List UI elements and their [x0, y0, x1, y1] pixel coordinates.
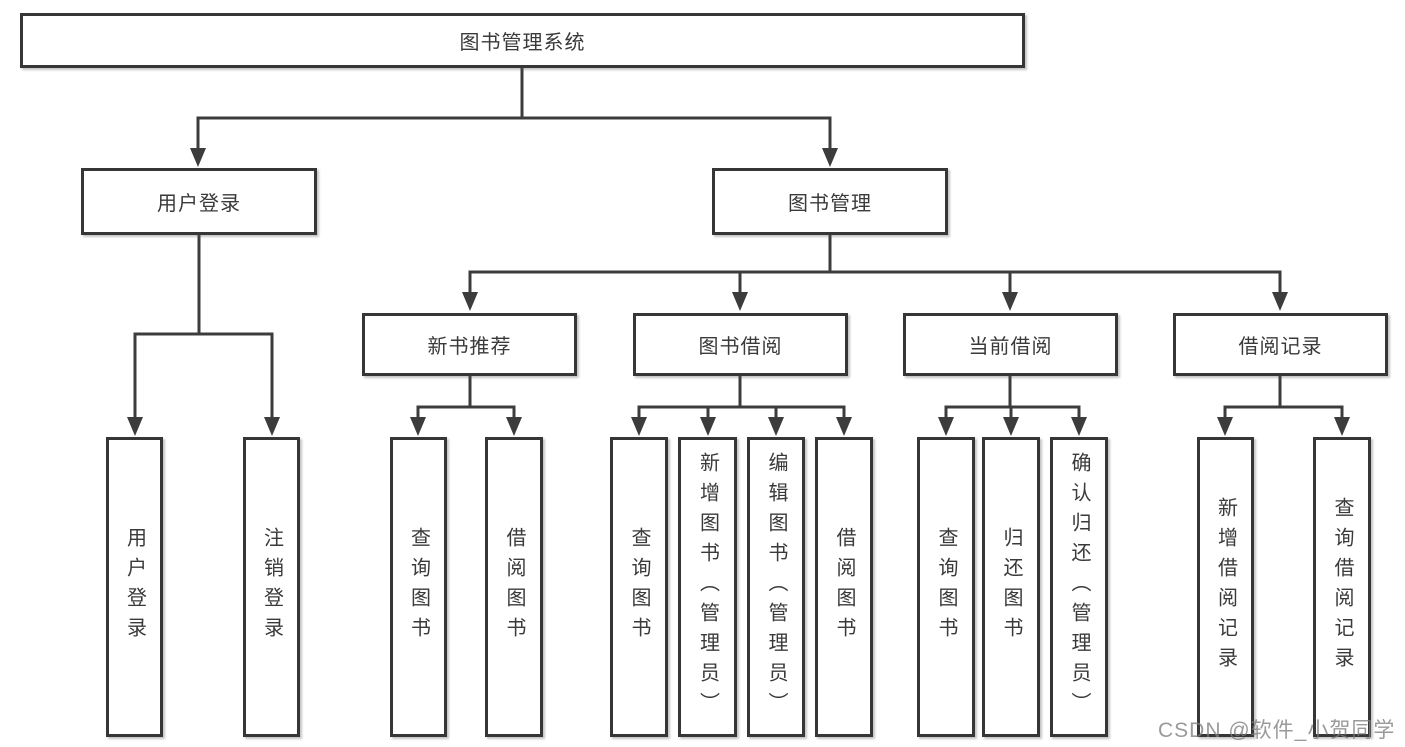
leaf-add-borrow-record-label: 新增借阅记录 [1214, 497, 1237, 677]
leaf-user-login: 用户登录 [106, 437, 163, 737]
watermark-csdn: CSDN @软件_小贺同学 [1158, 719, 1396, 742]
leaf-recommend-borrow-books: 借阅图书 [485, 437, 543, 737]
node-user-login: 用户登录 [81, 168, 317, 235]
node-book-borrowing: 图书借阅 [633, 313, 848, 376]
node-borrowing-records: 借阅记录 [1173, 313, 1388, 376]
node-current-borrowing: 当前借阅 [903, 313, 1118, 376]
leaf-query-borrow-record-label: 查询借阅记录 [1331, 497, 1353, 677]
leaf-add-borrow-record: 新增借阅记录 [1197, 437, 1254, 737]
leaf-recommend-query-books-label: 查询图书 [407, 527, 430, 647]
node-book-management: 图书管理 [712, 168, 948, 235]
leaf-borrow-books: 借阅图书 [815, 437, 873, 737]
leaf-edit-book-admin-label: 编辑图书（管理员） [765, 452, 787, 722]
node-root-system: 图书管理系统 [20, 13, 1025, 68]
leaf-recommend-borrow-books-label: 借阅图书 [503, 527, 525, 647]
leaf-borrow-books-label: 借阅图书 [833, 527, 855, 647]
leaf-current-query-books-label: 查询图书 [935, 527, 957, 647]
node-new-book-recommend: 新书推荐 [362, 313, 577, 376]
leaf-edit-book-admin: 编辑图书（管理员） [747, 437, 805, 737]
leaf-current-query-books: 查询图书 [917, 437, 975, 737]
leaf-logout: 注销登录 [243, 437, 300, 737]
arrowheads [127, 148, 1350, 436]
leaf-confirm-return-admin-label: 确认归还（管理员） [1068, 452, 1090, 722]
leaf-return-books-label: 归还图书 [1000, 527, 1022, 647]
leaf-recommend-query-books: 查询图书 [390, 437, 447, 737]
leaf-add-book-admin: 新增图书（管理员） [678, 437, 737, 737]
leaf-borrowing-query-books-label: 查询图书 [628, 527, 650, 647]
leaf-return-books: 归还图书 [982, 437, 1040, 737]
leaf-query-borrow-record: 查询借阅记录 [1313, 437, 1371, 737]
leaf-borrowing-query-books: 查询图书 [610, 437, 668, 737]
leaf-add-book-admin-label: 新增图书（管理员） [696, 452, 719, 722]
leaf-logout-label: 注销登录 [260, 527, 283, 647]
leaf-user-login-label: 用户登录 [123, 527, 146, 647]
leaf-confirm-return-admin: 确认归还（管理员） [1050, 437, 1108, 737]
